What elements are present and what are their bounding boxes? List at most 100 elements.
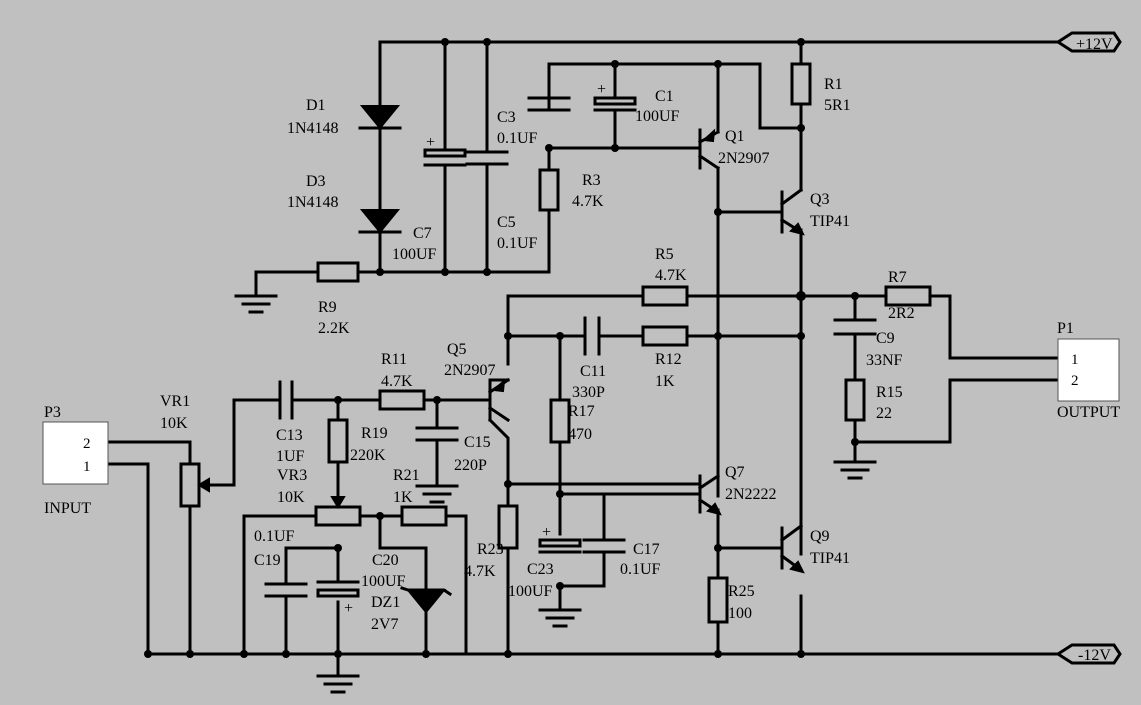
capacitor-C7: + C7 100UF <box>392 134 467 263</box>
transistor-Q5: Q5 2N2907 <box>444 341 511 423</box>
junction-dot <box>714 208 722 216</box>
junction-dot <box>504 480 512 488</box>
junction-dot <box>611 144 619 152</box>
R3-ref: R3 <box>582 172 601 189</box>
C9-value: 33NF <box>866 352 903 369</box>
C20-ref: C20 <box>372 552 399 569</box>
Q7-ref: Q7 <box>725 464 745 481</box>
junction-dot <box>851 438 859 446</box>
resistor-R23: R23 4.7K <box>464 504 519 580</box>
C7-polarity: + <box>426 134 435 151</box>
D3-ref: D3 <box>306 173 326 190</box>
ground-symbols <box>234 294 877 694</box>
junction-dot <box>483 38 491 46</box>
DZ1-value: 2V7 <box>371 616 399 633</box>
R23-value: 4.7K <box>464 563 496 580</box>
R21-value: 1K <box>393 489 413 506</box>
DZ1-ref: DZ1 <box>371 594 400 611</box>
P3-pin: 1 <box>83 459 91 475</box>
junction-dot <box>714 60 722 68</box>
input-label: INPUT <box>44 500 91 517</box>
C13-value: 1UF <box>276 448 305 465</box>
junction-dot <box>797 38 805 46</box>
D1-value: 1N4148 <box>287 120 339 137</box>
C1-value: 100UF <box>635 108 680 125</box>
capacitor-C3: C3 0.1UF <box>497 96 571 147</box>
R5-value: 4.7K <box>655 267 687 284</box>
junction-dot <box>433 396 441 404</box>
C5-value: 0.1UF <box>497 235 538 252</box>
P3-ref: P3 <box>44 404 61 421</box>
R7-value: 2R2 <box>888 305 915 322</box>
C11-ref: C11 <box>580 363 606 380</box>
Q9-ref: Q9 <box>810 528 830 545</box>
D3-value: 1N4148 <box>287 194 339 211</box>
resistor-R1: R1 5R1 <box>790 62 851 114</box>
R11-ref: R11 <box>381 351 407 368</box>
junction-dot <box>797 650 805 658</box>
capacitor-C11: C11 330P <box>572 316 606 401</box>
R1-value: 5R1 <box>824 97 851 114</box>
Q5-ref: Q5 <box>447 341 467 358</box>
capacitor-C23: + C23 100UF <box>508 524 582 600</box>
C23-polarity: + <box>542 524 551 541</box>
resistor-R25: R25 100 <box>707 576 755 624</box>
junction-dot <box>504 332 512 340</box>
C5-ref: C5 <box>497 214 516 231</box>
P1-pin: 1 <box>1071 352 1079 368</box>
junction-dot <box>282 650 290 658</box>
VR1-ref: VR1 <box>160 393 190 410</box>
C19-ref: C19 <box>254 552 281 569</box>
junction-dot <box>714 650 722 658</box>
R21-ref: R21 <box>393 467 420 484</box>
capacitor-C5: C5 0.1UF <box>465 150 538 252</box>
D1-ref: D1 <box>306 97 326 114</box>
C17-value: 0.1UF <box>620 561 661 578</box>
R12-ref: R12 <box>655 351 682 368</box>
transistor-Q3: Q3 TIP41 <box>779 187 850 236</box>
C20-polarity: + <box>344 600 353 617</box>
output-label: OUTPUT <box>1057 404 1120 421</box>
transistor-Q7: Q7 2N2222 <box>697 464 777 516</box>
positive-rail-flag: +12V <box>1055 31 1122 53</box>
resistor-R15: R15 22 <box>844 378 903 422</box>
VR3-value: 10K <box>277 489 305 506</box>
R25-ref: R25 <box>728 583 755 600</box>
R9-ref: R9 <box>318 299 337 316</box>
resistor-R17: R17 470 <box>549 398 595 444</box>
R9-value: 2.2K <box>318 320 350 337</box>
C11-value: 330P <box>572 384 605 401</box>
junction-dot <box>797 124 805 132</box>
capacitor-C19: 0.1UF C19 <box>254 528 308 598</box>
junction-dot <box>186 650 194 658</box>
R17-value: 470 <box>568 426 592 443</box>
R11-value: 4.7K <box>381 373 413 390</box>
R7-ref: R7 <box>888 269 907 286</box>
resistor-R21: R21 1K <box>393 467 448 527</box>
C7-ref: C7 <box>413 225 432 242</box>
C9-ref: C9 <box>876 330 895 347</box>
Q9-value: TIP41 <box>810 550 850 567</box>
junction-dot <box>714 332 722 340</box>
C3-ref: C3 <box>497 109 516 126</box>
C23-ref: C23 <box>527 561 554 578</box>
resistor-R19: R19 220K <box>327 418 388 464</box>
junction-dot <box>240 650 248 658</box>
resistor-R11: R11 4.7K <box>378 351 426 411</box>
P1-pin: 2 <box>1071 373 1079 389</box>
C3-value: 0.1UF <box>497 130 538 147</box>
C17-ref: C17 <box>633 541 660 558</box>
zener-DZ1: DZ1 2V7 <box>371 586 453 633</box>
transistor-Q1: Q1 2N2907 <box>697 128 770 171</box>
capacitor-C20: + C20 100UF <box>316 552 406 617</box>
R19-ref: R19 <box>361 425 388 442</box>
capacitor-C13: C13 1UF <box>276 380 305 465</box>
diode-D3: D3 1N4148 <box>287 173 402 234</box>
R25-value: 100 <box>728 605 752 622</box>
junction-dot <box>144 650 152 658</box>
negative-rail-label: -12V <box>1078 647 1111 664</box>
positive-rail-label: +12V <box>1076 36 1113 53</box>
junction-dot <box>556 332 564 340</box>
resistor-R12: R12 1K <box>641 325 689 390</box>
potentiometer-VR3: VR3 10K <box>277 467 362 527</box>
